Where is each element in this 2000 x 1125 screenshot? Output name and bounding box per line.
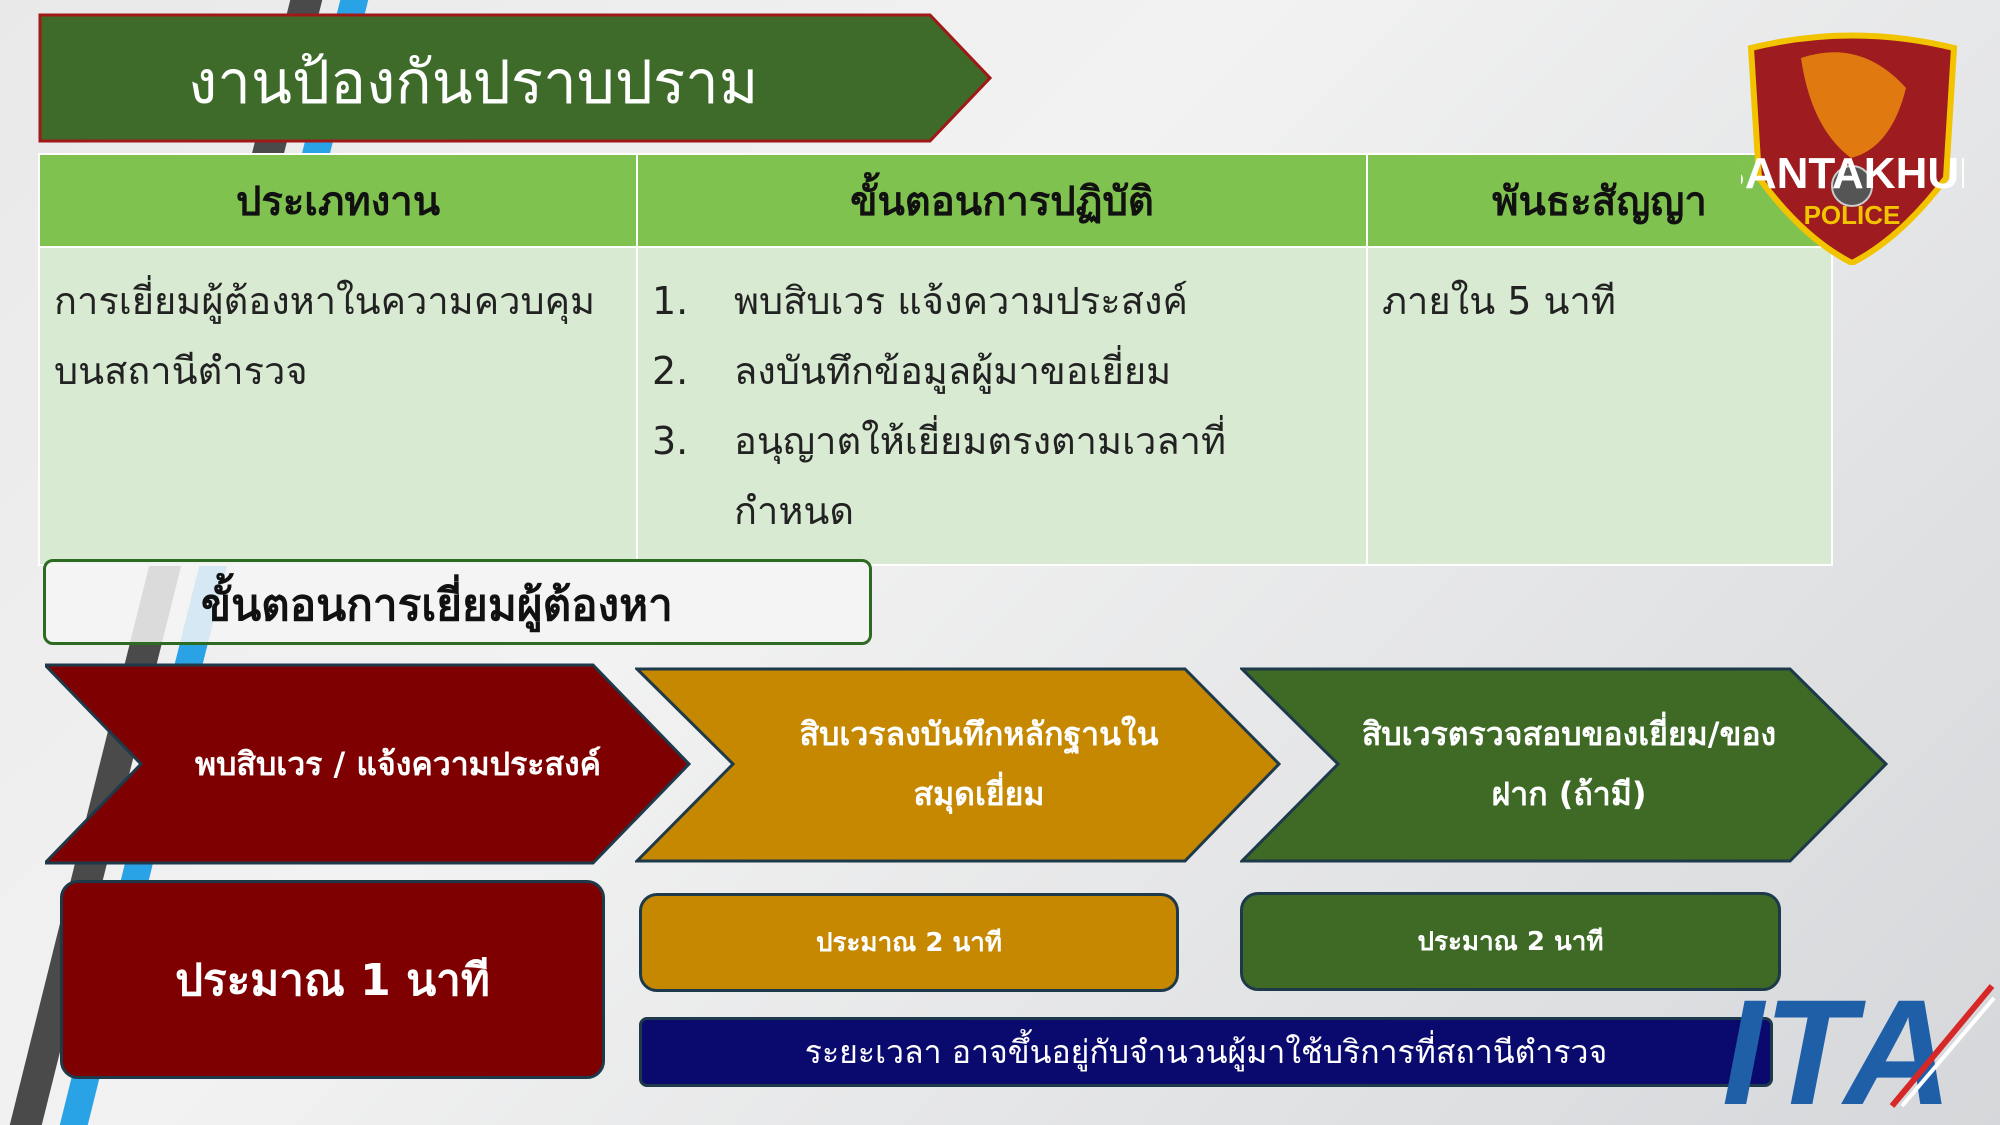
step-number: 1.: [652, 279, 689, 323]
commitment: ภายใน 5 นาที: [1366, 246, 1833, 566]
service-type: การเยี่ยมผู้ต้องหาในความควบคุมบนสถานีตำร…: [38, 246, 638, 566]
step-item: 3. อนุญาตให้เยี่ยมตรงตามเวลาที่กำหนด: [652, 406, 1352, 546]
steps-cell: 1. พบสิบเวร แจ้งความประสงค์ 2. ลงบันทึกข้อ…: [636, 246, 1368, 566]
step-number: 3.: [652, 419, 689, 463]
flow-step-label: พบสิบเวร / แจ้งความประสงค์: [195, 745, 601, 783]
header-type: ประเภทงาน: [38, 153, 638, 248]
step-item: 2. ลงบันทึกข้อมูลผู้มาขอเยี่ยม: [652, 336, 1352, 406]
subtitle-box: ขั้นตอนการเยี่ยมผู้ต้องหา: [43, 559, 872, 645]
service-table: ประเภทงาน ขั้นตอนการปฏิบัติ พันธะสัญญา ก…: [38, 153, 1833, 566]
svg-text:POLICE: POLICE: [1804, 200, 1901, 230]
step-item: 1. พบสิบเวร แจ้งความประสงค์: [652, 266, 1352, 336]
flow-step-label: สิบเวรตรวจสอบของเยี่ยม/ของฝาก (ถ้ามี): [1361, 715, 1777, 813]
flow-step-3: สิบเวรตรวจสอบของเยี่ยม/ของฝาก (ถ้ามี): [1240, 663, 1888, 865]
ita-logo: ITA: [1722, 968, 1996, 1125]
flow-step-1: พบสิบเวร / แจ้งความประสงค์: [45, 663, 691, 865]
step-text: พบสิบเวร แจ้งความประสงค์: [734, 279, 1188, 323]
step-text: ลงบันทึกข้อมูลผู้มาขอเยี่ยม: [734, 349, 1172, 393]
police-logo: BANTAKHUNPOLICE: [1713, 28, 1991, 267]
svg-text:BANTAKHUN: BANTAKHUN: [1741, 149, 1964, 198]
time-box-1: ประมาณ 1 นาที: [60, 880, 605, 1079]
title-banner: งานป้องกันปราบปราม: [38, 13, 992, 143]
time-box-3: ประมาณ 2 นาที: [1240, 892, 1781, 991]
flow-step-2: สิบเวรลงบันทึกหลักฐานในสมุดเยี่ยม: [635, 663, 1283, 865]
page-title: งานป้องกันปราบปราม: [188, 48, 759, 118]
header-commitment: พันธะสัญญา: [1366, 153, 1833, 248]
svg-text:ITA: ITA: [1722, 976, 1953, 1110]
note-bar: ระยะเวลา อาจขึ้นอยู่กับจำนวนผู้มาใช้บริก…: [639, 1017, 1773, 1087]
time-box-2: ประมาณ 2 นาที: [639, 893, 1179, 992]
header-steps: ขั้นตอนการปฏิบัติ: [636, 153, 1368, 248]
step-text: อนุญาตให้เยี่ยมตรงตามเวลาที่กำหนด: [734, 419, 1227, 533]
step-number: 2.: [652, 349, 689, 393]
subtitle: ขั้นตอนการเยี่ยมผู้ต้องหา: [201, 580, 673, 631]
flow-step-label: สิบเวรลงบันทึกหลักฐานในสมุดเยี่ยม: [799, 715, 1159, 813]
